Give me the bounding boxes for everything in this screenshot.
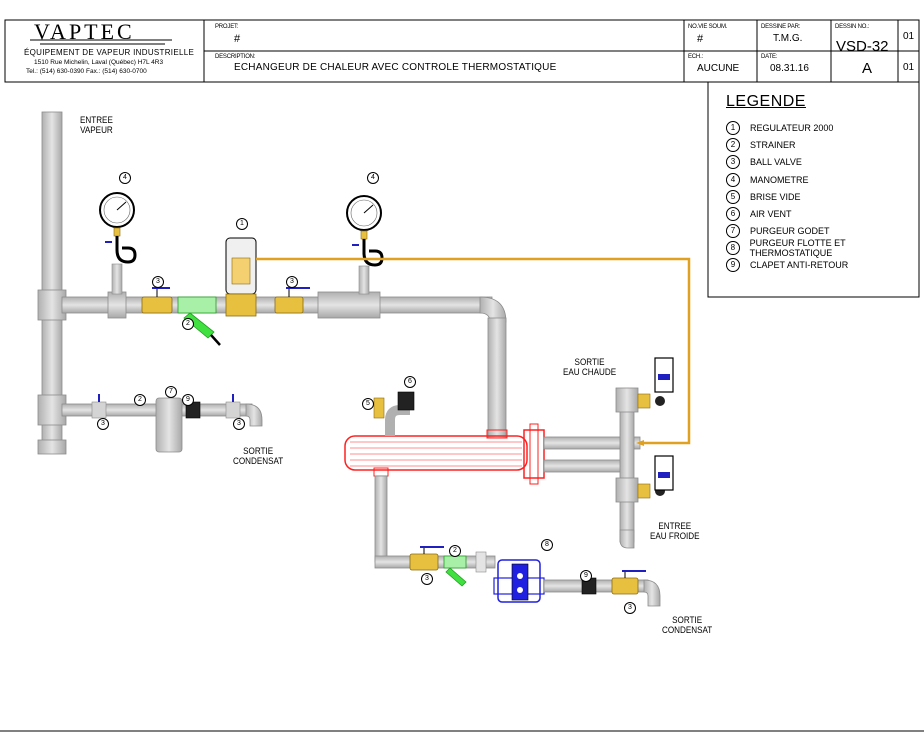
callout-strainer: 2 xyxy=(134,394,146,406)
label-entree-eau-froide: ENTREE EAU FROIDE xyxy=(650,521,700,541)
callout-strainer: 2 xyxy=(182,318,194,330)
legend-label: BRISE VIDE xyxy=(750,192,801,202)
label-entree-vapeur: ENTREE VAPEUR xyxy=(80,115,113,135)
label-line: SORTIE xyxy=(574,357,605,367)
callout-strainer: 2 xyxy=(449,545,461,557)
label-line: EAU FROIDE xyxy=(650,531,700,541)
legend-number: 9 xyxy=(726,258,740,272)
legend-number: 4 xyxy=(726,173,740,187)
projet-value: # xyxy=(234,33,241,45)
legend-item: 2 STRAINER xyxy=(726,138,796,152)
callout-manometer: 4 xyxy=(119,172,131,184)
ball-valve-top-left xyxy=(141,287,173,314)
label-sortie-condensat-left: SORTIE CONDENSAT xyxy=(233,446,283,466)
dessine-value: T.M.G. xyxy=(773,33,803,44)
sheet-number-bottom: 01 xyxy=(903,62,915,73)
right-condensate-branch xyxy=(374,475,661,607)
legend-label: AIR VENT xyxy=(750,209,792,219)
date-label: DATE: xyxy=(761,54,778,60)
label-line: SORTIE xyxy=(243,446,274,456)
thermostatic-sensing-line xyxy=(256,257,691,445)
ball-valve-top-right xyxy=(274,287,310,314)
callout-ft-trap: 8 xyxy=(541,539,553,551)
legend-item: 6 AIR VENT xyxy=(726,207,792,221)
left-condensate-branch xyxy=(61,394,263,453)
callout-check-valve: 9 xyxy=(182,394,194,406)
ech-value: AUCUNE xyxy=(697,63,740,74)
company-address: 1510 Rue Michelin, Laval (Québec) H7L 4R… xyxy=(34,59,164,66)
callout-manometer: 4 xyxy=(367,172,379,184)
legend-label: REGULATEUR 2000 xyxy=(750,123,834,133)
callout-ball-valve: 3 xyxy=(421,573,433,585)
legend-number: 7 xyxy=(726,224,740,238)
callout-air-vent: 6 xyxy=(404,376,416,388)
label-line: EAU CHAUDE xyxy=(563,367,617,377)
legend-item: 4 MANOMETRE xyxy=(726,173,809,187)
legend-number: 3 xyxy=(726,155,740,169)
company-tagline: ÉQUIPEMENT DE VAPEUR INDUSTRIELLE xyxy=(24,48,195,57)
pressure-gauge-right xyxy=(346,195,384,295)
legend-label: PURGEUR GODET xyxy=(750,226,830,236)
label-line: SORTIE xyxy=(672,615,703,625)
ech-label: ECH.: xyxy=(688,54,704,60)
title-block-frame xyxy=(4,19,920,83)
water-piping xyxy=(543,357,674,549)
date-value: 08.31.16 xyxy=(770,63,809,74)
legend-number: 5 xyxy=(726,190,740,204)
label-line: CONDENSAT xyxy=(662,625,713,635)
description-label: DESCRIPTION: xyxy=(215,54,256,60)
legend-number: 6 xyxy=(726,207,740,221)
label-sortie-eau-chaude: SORTIE EAU CHAUDE xyxy=(563,357,616,377)
callout-ball-valve: 3 xyxy=(97,418,109,430)
steam-inlet-pipe xyxy=(37,111,67,455)
legend-item: 5 BRISE VIDE xyxy=(726,190,801,204)
sheet-number-top: 01 xyxy=(903,31,915,42)
legend-label: STRAINER xyxy=(750,140,796,150)
callout-vacuum-breaker: 5 xyxy=(362,398,374,410)
projet-label: PROJET: xyxy=(215,24,239,30)
company-name: VAPTEC xyxy=(34,19,135,44)
label-sortie-condensat-right: SORTIE CONDENSAT xyxy=(662,615,712,635)
callout-ball-valve: 3 xyxy=(624,602,636,614)
regulator-2000 xyxy=(225,237,257,317)
vent-riser xyxy=(373,391,415,436)
legend-title: LEGENDE xyxy=(726,93,806,110)
label-line: ENTREE xyxy=(80,115,113,125)
callout-ball-valve: 3 xyxy=(152,276,164,288)
legend-item: 7 PURGEUR GODET xyxy=(726,224,830,238)
dessine-label: DESSINE PAR: xyxy=(761,24,801,30)
heat-exchanger xyxy=(344,423,545,485)
callout-ball-valve: 3 xyxy=(286,276,298,288)
legend-label: CLAPET ANTI-RETOUR xyxy=(750,260,849,270)
legend-label: MANOMETRE xyxy=(750,175,809,185)
callout-regulator: 1 xyxy=(236,218,248,230)
label-line: VAPEUR xyxy=(80,125,113,135)
callout-check-valve: 9 xyxy=(580,570,592,582)
legend-label: BALL VALVE xyxy=(750,157,802,167)
legend-number: 2 xyxy=(726,138,740,152)
no-soum-value: # xyxy=(697,33,704,45)
label-line: CONDENSAT xyxy=(233,456,284,466)
revision-value: A xyxy=(862,60,873,77)
legend-item: 1 REGULATEUR 2000 xyxy=(726,121,833,135)
legend-label: PURGEUR FLOTTE ET THERMOSTATIQUE xyxy=(749,238,846,258)
legend-number: 1 xyxy=(726,121,740,135)
pressure-gauge-left xyxy=(99,192,137,295)
callout-bucket-trap: 7 xyxy=(165,386,177,398)
legend-item: 8 PURGEUR FLOTTE ET THERMOSTATIQUE xyxy=(726,238,924,258)
company-phone: Tel.: (514) 630-0390 Fax.: (514) 630-070… xyxy=(26,68,147,75)
dessin-no-value: VSD-32 xyxy=(836,38,889,55)
legend-number: 8 xyxy=(726,241,740,255)
dessin-no-label: DESSIN NO.: xyxy=(835,24,870,30)
vaptec-logo xyxy=(30,39,172,45)
label-line: ENTREE xyxy=(658,521,692,531)
legend-item: 9 CLAPET ANTI-RETOUR xyxy=(726,258,848,272)
legend-frame xyxy=(707,81,920,298)
no-soum-label: NO.VIE SOUM. xyxy=(688,24,728,30)
callout-ball-valve: 3 xyxy=(233,418,245,430)
legend-item: 3 BALL VALVE xyxy=(726,155,802,169)
description-value: ECHANGEUR DE CHALEUR AVEC CONTROLE THERM… xyxy=(234,62,557,73)
